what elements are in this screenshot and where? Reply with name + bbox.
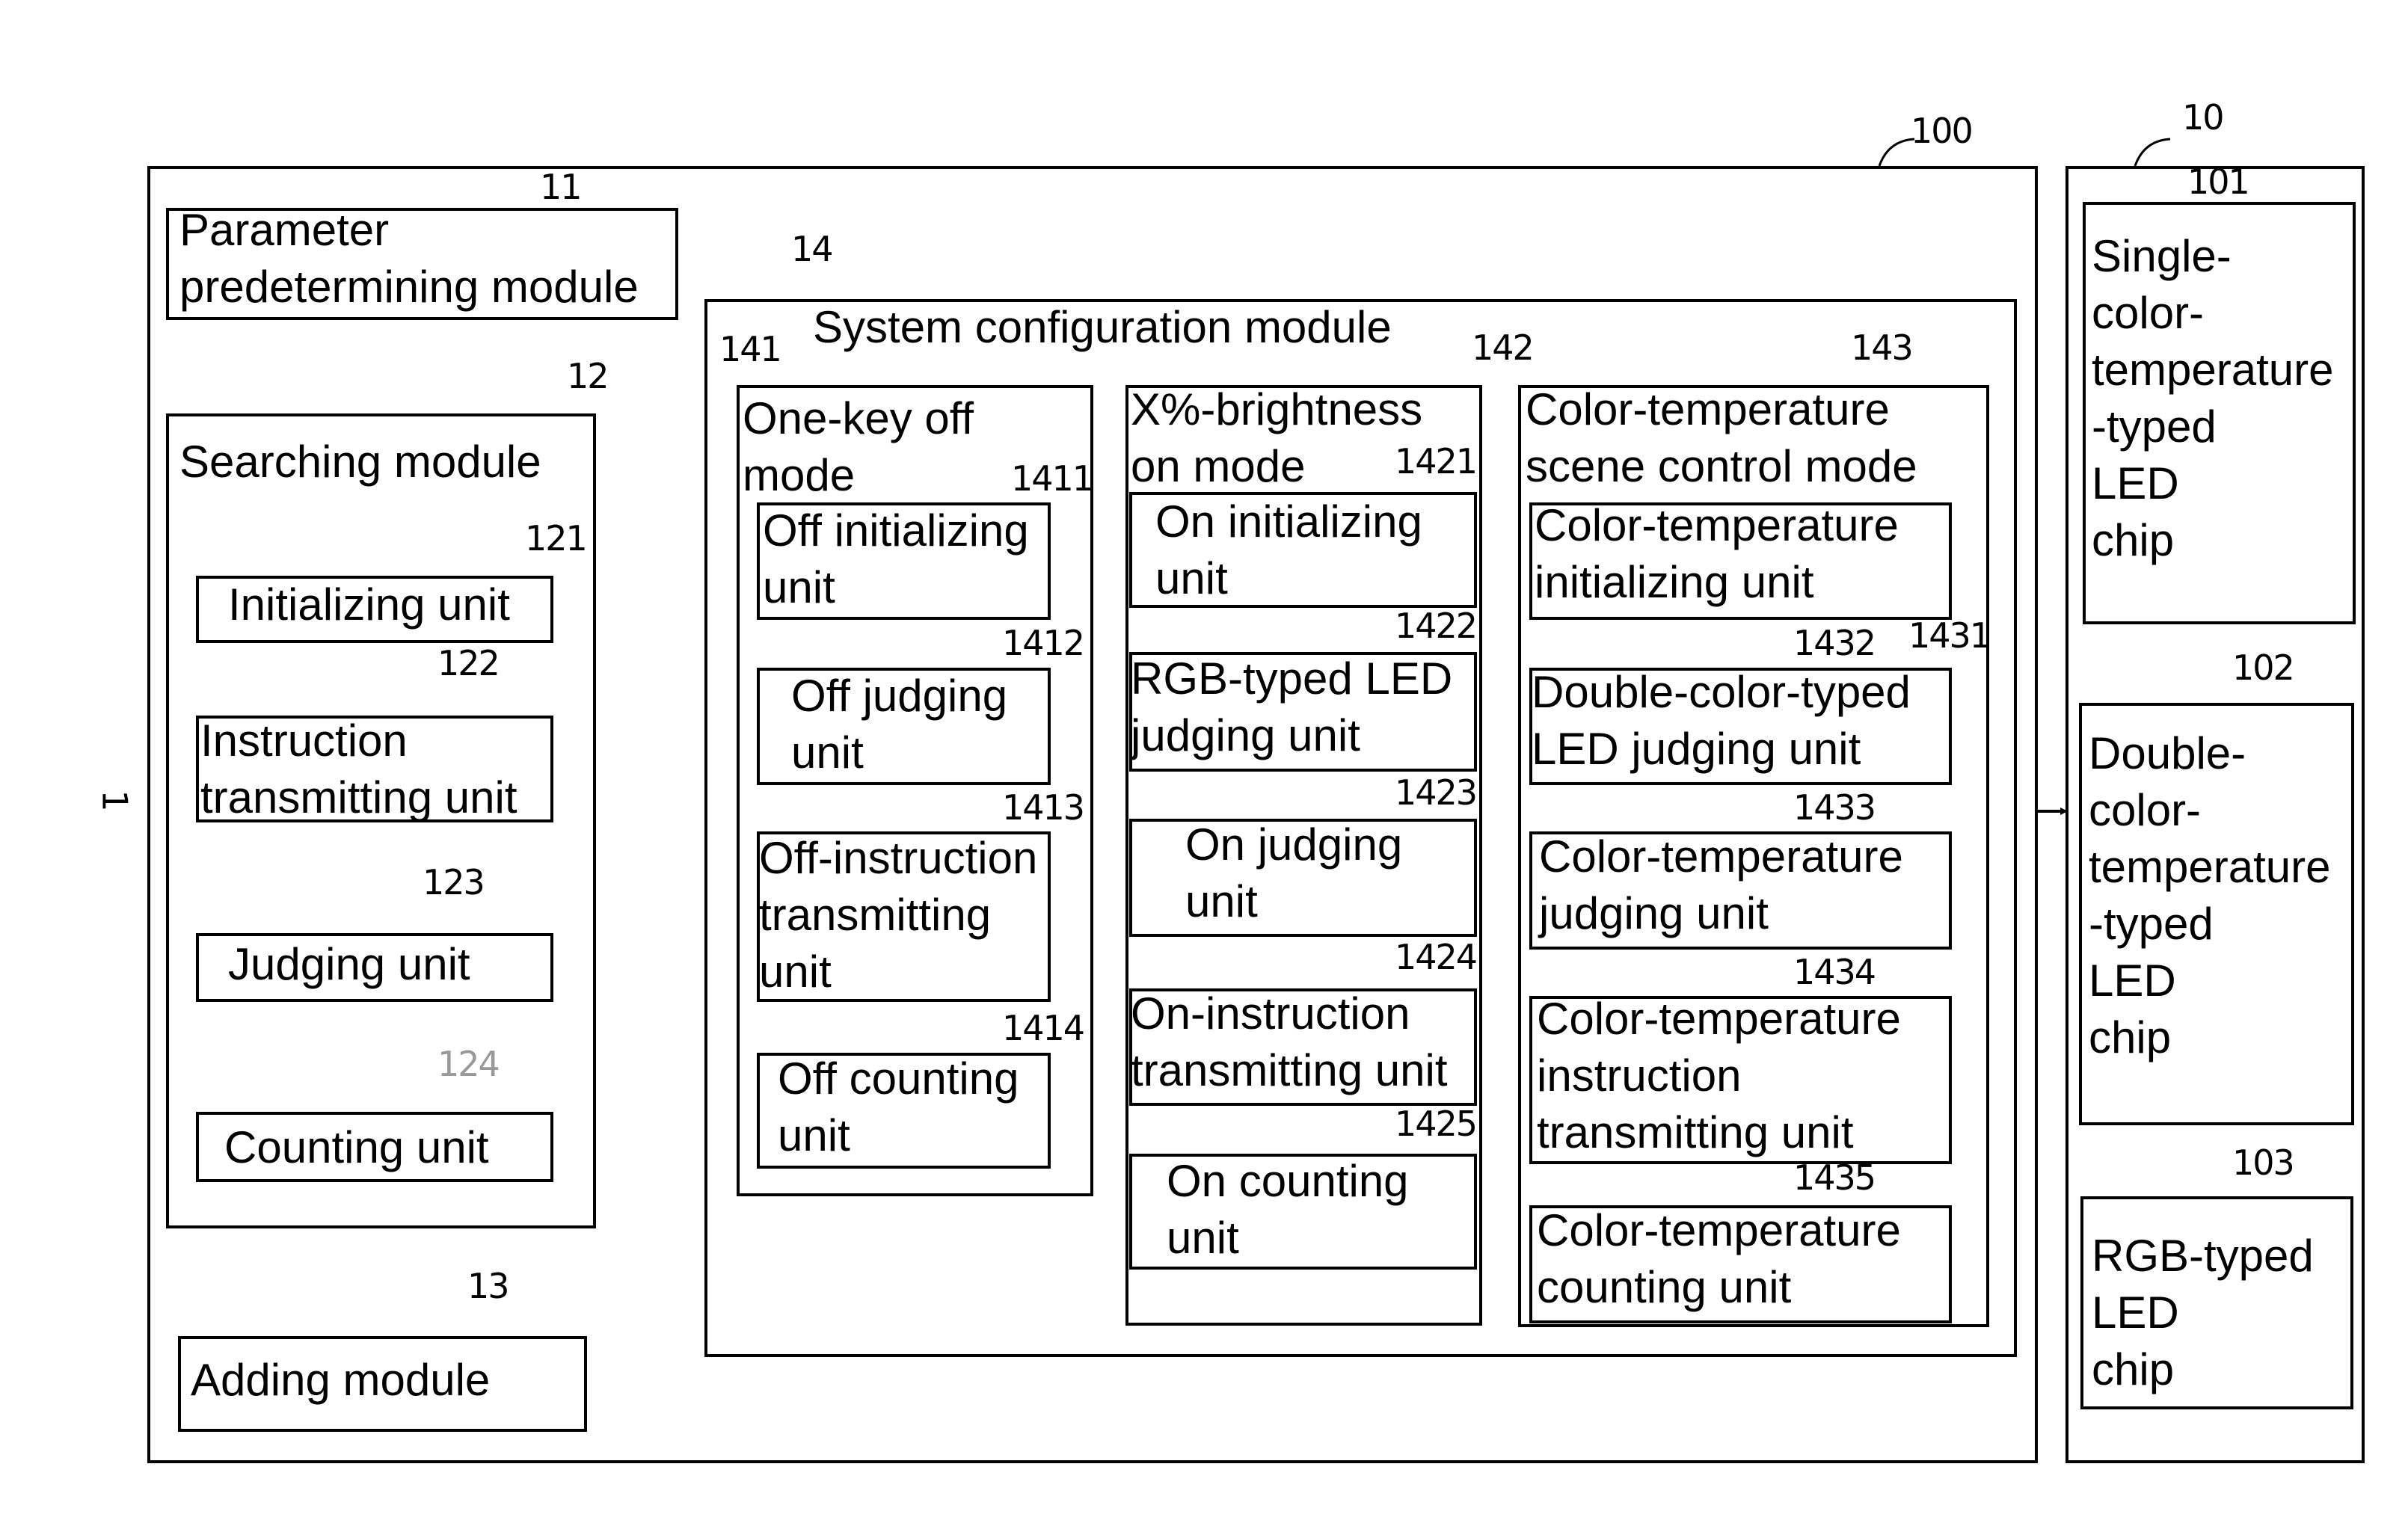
- ref-1413: 1413: [1002, 789, 1084, 826]
- ref-14: 14: [791, 230, 832, 268]
- ref-13: 13: [467, 1267, 509, 1305]
- counting-unit-label: Counting unit: [224, 1119, 489, 1176]
- ref-1435: 1435: [1793, 1159, 1875, 1196]
- instruction-transmitting-unit-label: Instruction transmitting unit: [200, 713, 517, 826]
- color-temperature-counting-unit-label: Color-temperature counting unit: [1537, 1202, 1901, 1316]
- system-configuration-module-label: System configuration module: [813, 299, 1392, 356]
- on-counting-unit-label: On counting unit: [1167, 1153, 1409, 1267]
- initializing-unit-label: Initializing unit: [228, 576, 510, 633]
- ref-142: 142: [1472, 329, 1533, 366]
- one-key-off-mode-label: One-key off mode: [743, 390, 974, 504]
- ref-143: 143: [1851, 329, 1912, 366]
- on-judging-unit-label: On judging unit: [1185, 816, 1402, 930]
- ref-124: 124: [437, 1045, 499, 1083]
- color-temperature-instruction-transmitting-unit-label: Color-temperature instruction transmitti…: [1537, 991, 1901, 1161]
- judging-unit-label: Judging unit: [228, 936, 470, 993]
- on-initializing-unit-label: On initializing unit: [1155, 493, 1422, 607]
- ref-1412: 1412: [1002, 624, 1084, 662]
- ref-1423: 1423: [1395, 774, 1476, 811]
- off-initializing-unit-label: Off initializing unit: [763, 502, 1029, 616]
- ref-1414: 1414: [1002, 1009, 1084, 1047]
- adding-module-label: Adding module: [191, 1352, 490, 1409]
- ref-1434: 1434: [1793, 953, 1875, 991]
- ref-103: 103: [2232, 1144, 2294, 1181]
- ref-1422: 1422: [1395, 607, 1476, 645]
- ref-10: 10: [2182, 99, 2223, 136]
- ref-1432: 1432: [1793, 624, 1875, 662]
- ref-12: 12: [567, 357, 608, 395]
- color-temperature-scene-control-mode-label: Color-temperature scene control mode: [1526, 381, 1917, 495]
- ref-1421: 1421: [1395, 443, 1476, 480]
- double-color-typed-led-judging-unit-label: Double-color-typed LED judging unit: [1532, 664, 1911, 778]
- ref-1431: 1431: [1908, 617, 1990, 654]
- single-color-temperature-led-chip-label: Single- color- temperature -typed LED ch…: [2092, 228, 2334, 569]
- double-color-temperature-led-chip-label: Double- color- temperature -typed LED ch…: [2089, 725, 2331, 1066]
- ref-141: 141: [719, 330, 781, 368]
- ref-122: 122: [437, 645, 499, 682]
- ref-1433: 1433: [1793, 789, 1875, 826]
- color-temperature-judging-unit-label: Color-temperature judging unit: [1539, 828, 1903, 942]
- ref-102: 102: [2232, 649, 2294, 686]
- off-instruction-transmitting-unit-label: Off-instruction transmitting unit: [759, 830, 1037, 1000]
- off-judging-unit-label: Off judging unit: [791, 668, 1007, 781]
- ref-101: 101: [2187, 163, 2249, 200]
- ref-1411: 1411: [1011, 460, 1093, 497]
- ref-100: 100: [1911, 112, 1972, 150]
- ref-123: 123: [423, 864, 484, 901]
- ref-1: 1: [96, 790, 134, 810]
- ref-121: 121: [525, 520, 586, 557]
- off-counting-unit-label: Off counting unit: [778, 1050, 1019, 1164]
- rgb-typed-led-judging-unit-label: RGB-typed LED judging unit: [1131, 650, 1452, 764]
- ref-1425: 1425: [1395, 1105, 1476, 1142]
- rgb-typed-led-chip-label: RGB-typed LED chip: [2092, 1228, 2314, 1398]
- x-brightness-on-mode-label: X%-brightness on mode: [1131, 381, 1422, 495]
- ref-1424: 1424: [1395, 938, 1476, 976]
- searching-module-label: Searching module: [179, 434, 541, 490]
- parameter-predetermining-module-label: Parameter predetermining module: [179, 202, 639, 316]
- color-temperature-initializing-unit-label: Color-temperature initializing unit: [1535, 497, 1899, 611]
- on-instruction-transmitting-unit-label: On-instruction transmitting unit: [1131, 985, 1448, 1099]
- ref-11: 11: [540, 168, 581, 206]
